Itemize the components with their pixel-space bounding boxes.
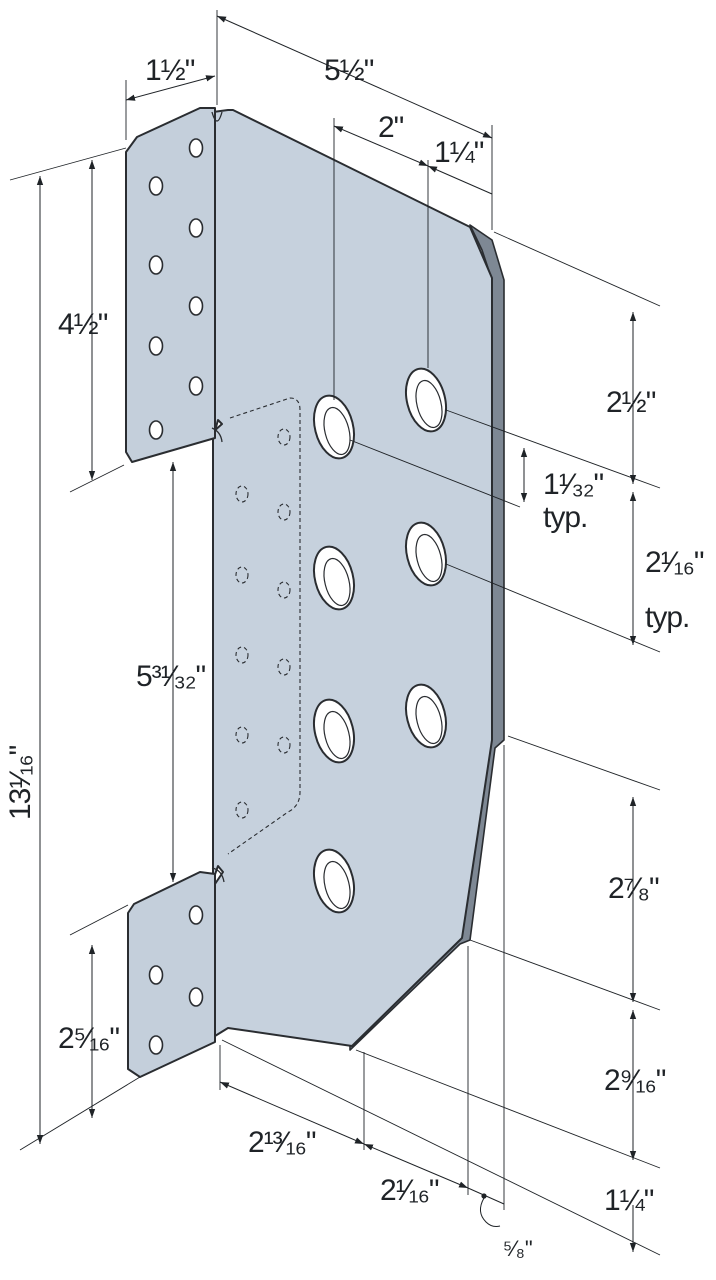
dimension-labels: 1½" 5½" 2" 1¼" 4½" 13¹⁄₁₆" 5³¹⁄₃₂" 2⁵⁄₁₆…	[4, 54, 705, 1261]
label-hole-spacing-v: 2¹⁄₁₆"	[645, 546, 704, 579]
label-lower-flange-height: 2⁵⁄₁₆"	[58, 1022, 119, 1055]
hidden-hole	[277, 658, 291, 676]
nail-hole	[188, 987, 204, 1007]
small-dim-leader	[480, 1197, 501, 1227]
label-top-flange-width: 1½"	[145, 54, 195, 87]
label-upper-flange-height: 4½"	[58, 308, 108, 341]
hidden-hole	[277, 581, 291, 599]
bolt-hole	[313, 545, 355, 611]
label-hole-diameter-typ: typ.	[543, 501, 587, 534]
hidden-hole	[235, 566, 249, 584]
dimension-dot	[481, 1193, 487, 1199]
bolt-hole	[313, 394, 355, 460]
label-hole-diameter: 1¹⁄₃₂"	[543, 468, 604, 501]
bolt-hole-shade	[415, 533, 443, 583]
nail-hole	[148, 176, 164, 196]
label-bottom-left-width: 2¹³⁄₁₆"	[248, 1126, 316, 1159]
bolt-hole-shade	[323, 710, 351, 760]
hidden-hole	[235, 801, 249, 819]
bolt-hole-shade	[323, 406, 351, 456]
label-bottom-right-height: 2⁹⁄₁₆"	[604, 1064, 666, 1097]
bolt-hole-shade	[323, 860, 351, 910]
notch-mid	[211, 427, 223, 443]
label-bottom-mid-width: 2¹⁄₁₆"	[380, 1174, 439, 1207]
label-lower-right-height: 2⁷⁄₈"	[608, 872, 659, 905]
nail-hole	[188, 296, 204, 316]
nail-hole	[148, 420, 164, 440]
label-overall-width: 5½"	[324, 54, 374, 87]
bolt-hole-shade	[415, 695, 443, 745]
label-hole-spacing-v-typ: typ.	[645, 601, 689, 634]
bolt-hole-shade	[323, 557, 351, 607]
label-overall-height: 13¹⁄₁₆"	[4, 745, 37, 820]
nail-hole	[148, 255, 164, 275]
hidden-hole	[277, 736, 291, 754]
bolt-hole	[405, 521, 447, 587]
upper-flange-holes	[148, 138, 204, 440]
lower-flange-holes	[148, 905, 204, 1055]
label-hole-edge-offset: 1¼"	[434, 136, 484, 169]
hidden-nail-holes	[235, 428, 291, 819]
label-cutout-height: 5³¹⁄₃₂"	[136, 660, 206, 693]
nail-hole	[148, 336, 164, 356]
dimension-lines	[36, 15, 637, 1252]
nail-hole	[188, 905, 204, 925]
hanger-plate	[125, 107, 505, 1078]
bolt-hole	[313, 848, 355, 914]
lower-flange	[127, 871, 216, 1078]
label-hole-spacing-h: 2"	[378, 111, 404, 144]
bolt-hole	[405, 683, 447, 749]
hidden-hole	[235, 485, 249, 503]
bolt-hole-shade	[415, 379, 443, 429]
bolt-hole	[313, 698, 355, 764]
bolt-hole	[405, 367, 447, 433]
notch-low	[211, 867, 225, 883]
hidden-hole	[277, 428, 291, 446]
nail-hole	[148, 1035, 164, 1055]
label-bottom-small: ⁵⁄₈"	[503, 1236, 533, 1261]
nail-hole	[148, 965, 164, 985]
label-bottom-offset-right: 1¼"	[604, 1184, 654, 1217]
bolt-holes	[313, 367, 447, 914]
label-top-hole-offset: 2½"	[606, 386, 656, 419]
hidden-hole	[235, 726, 249, 744]
hidden-hole	[277, 503, 291, 521]
nail-hole	[188, 138, 204, 158]
nail-hole	[188, 218, 204, 238]
nail-hole	[188, 376, 204, 396]
hidden-hole	[235, 646, 249, 664]
upper-flange	[125, 107, 216, 463]
